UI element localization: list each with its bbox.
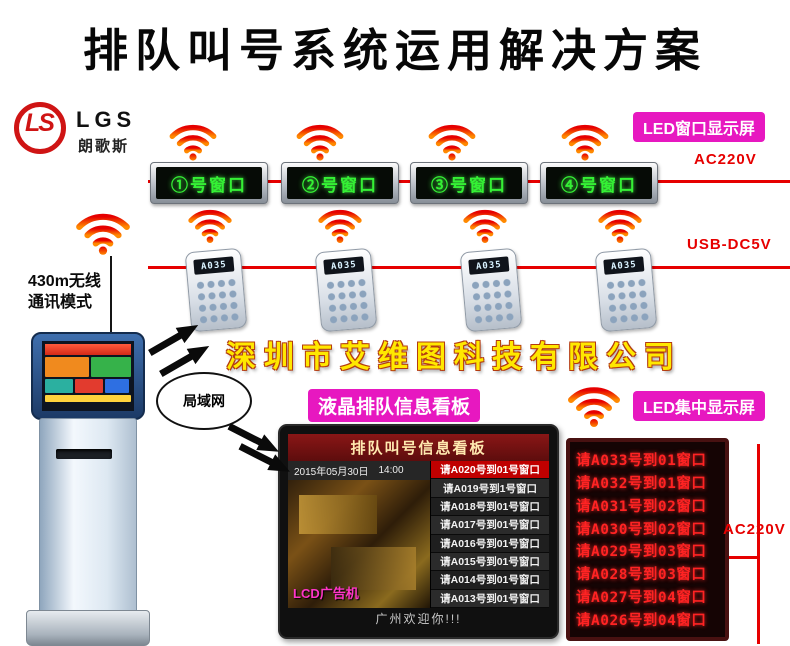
- kiosk-head: [31, 332, 145, 420]
- kiosk-tile: [45, 379, 73, 393]
- wifi-icon: [296, 124, 344, 161]
- kiosk-tile: [105, 379, 129, 393]
- wifi-icon: [318, 209, 362, 243]
- logo-name: LGS: [76, 107, 137, 132]
- pager-keypad: [194, 276, 240, 326]
- kiosk-tile: [45, 357, 89, 377]
- pager-keypad: [604, 276, 650, 326]
- wireless-mode-note: 430m无线 通讯模式: [28, 271, 101, 313]
- kiosk-tile: [75, 379, 103, 393]
- wifi-icon: [169, 124, 217, 161]
- pager-screen: A035: [193, 256, 235, 275]
- led-window-display-text: ①号窗口: [156, 167, 262, 199]
- led-line: 请A031号到02窗口: [576, 498, 707, 515]
- pager-keypad: [469, 276, 515, 326]
- page-title: 排队叫号系统运用解决方案: [82, 25, 707, 76]
- call-pager-4: A035: [594, 247, 658, 333]
- logo-monogram: LS: [25, 109, 55, 137]
- kiosk-tile: [91, 357, 131, 377]
- queue-entry: 请A019号到1号窗口: [431, 479, 549, 498]
- ac220v-top-label: AC220V: [694, 151, 757, 168]
- wifi-icon: [188, 209, 232, 243]
- led-window-display-text: ③号窗口: [416, 167, 522, 199]
- led-line: 请A030号到02窗口: [576, 521, 707, 538]
- wifi-icon: [428, 124, 476, 161]
- arrow-icon: [227, 423, 279, 452]
- lcd-datebar: 2015年05月30日 14:00: [288, 461, 430, 480]
- pager-keypad: [324, 276, 370, 326]
- lcd-date: 2015年05月30日: [294, 467, 369, 478]
- arrow-icon: [238, 443, 290, 472]
- kiosk-screen-buttons: [45, 357, 131, 408]
- lcd-screen: 排队叫号信息看板 2015年05月30日 14:00 LCD广告机 请A020号…: [288, 434, 549, 629]
- pager-screen: A035: [468, 256, 510, 275]
- lan-bubble: 局域网: [156, 372, 252, 430]
- lcd-ad-photo: [288, 480, 430, 608]
- ac220v-bottom-label: AC220V: [723, 521, 786, 538]
- wifi-icon: [568, 387, 620, 427]
- kiosk-base: [26, 610, 150, 646]
- led-line: 请A026号到04窗口: [576, 613, 707, 629]
- led-window-display-text: ④号窗口: [546, 167, 652, 199]
- pager-screen: A035: [603, 256, 645, 275]
- kiosk-body: [39, 418, 137, 614]
- lcd-time: 14:00: [378, 465, 404, 476]
- queue-entry: 请A017号到01号窗口: [431, 516, 549, 535]
- ticket-kiosk: [26, 332, 150, 646]
- pager-screen: A035: [323, 256, 365, 275]
- led-window-display-3: ③号窗口: [410, 162, 528, 204]
- led-line: 请A032号到01窗口: [576, 475, 707, 492]
- queue-entry: 请A018号到01号窗口: [431, 497, 549, 517]
- led-central-tag: LED集中显示屏: [633, 391, 766, 421]
- power-line-board: [757, 444, 760, 644]
- wireless-mode-line2: 通讯模式: [28, 294, 93, 311]
- wifi-icon: [76, 213, 130, 255]
- arrow-icon: [148, 325, 199, 357]
- call-pager-2: A035: [314, 247, 378, 333]
- lcd-panel-tag: 液晶排队信息看板: [308, 389, 481, 422]
- led-line: 请A029号到03窗口: [576, 544, 707, 561]
- led-line: 请A033号到01窗口: [576, 452, 707, 469]
- led-line: 请A028号到03窗口: [576, 567, 707, 584]
- kiosk-tile: [45, 395, 131, 402]
- led-window-display-2: ②号窗口: [281, 162, 399, 204]
- queue-entry: 请A016号到01号窗口: [431, 534, 549, 553]
- power-line-board-tick: [729, 556, 757, 559]
- queue-entry: 请A013号到01号窗口: [431, 589, 549, 608]
- wireless-mode-line1: 430m无线: [28, 273, 101, 290]
- queue-entry: 请A015号到01号窗口: [431, 552, 549, 572]
- kiosk-touchscreen: [42, 341, 134, 411]
- ticket-slot: [56, 449, 112, 459]
- logo-ring-icon: [14, 102, 66, 154]
- led-window-display-tag: LED窗口显示屏: [633, 112, 766, 142]
- arrow-icon: [159, 346, 210, 378]
- queue-entry: 请A020号到01号窗口: [431, 461, 549, 480]
- lan-label: 局域网: [183, 393, 225, 409]
- lcd-footer: 广州欢迎你!!!: [288, 608, 549, 629]
- company-name: 深圳市艾维图科技有限公司: [226, 341, 682, 374]
- kiosk-screen-header: [45, 344, 131, 355]
- usb-dc5v-label: USB-DC5V: [687, 236, 772, 253]
- lcd-left-pane: 2015年05月30日 14:00 LCD广告机: [288, 461, 430, 608]
- antenna-line: [110, 256, 112, 334]
- wifi-icon: [561, 124, 609, 161]
- led-window-display-text: ②号窗口: [287, 167, 393, 199]
- logo-cn-name: 朗歌斯: [78, 138, 130, 155]
- wifi-icon: [598, 209, 642, 243]
- led-window-display-4: ④号窗口: [540, 162, 658, 204]
- lcd-main: 2015年05月30日 14:00 LCD广告机 请A020号到01号窗口 请A…: [288, 461, 549, 608]
- brand-logo: LS LGS 朗歌斯: [14, 102, 174, 164]
- central-led-board: 请A033号到01窗口 请A032号到01窗口 请A031号到02窗口 请A03…: [566, 438, 729, 641]
- wifi-icon: [463, 209, 507, 243]
- lcd-watermark: LCD广告机: [293, 586, 359, 601]
- queue-entry: 请A014号到01号窗口: [431, 571, 549, 590]
- lcd-info-board: 排队叫号信息看板 2015年05月30日 14:00 LCD广告机 请A020号…: [278, 424, 559, 639]
- call-pager-3: A035: [459, 247, 523, 333]
- lcd-queue-list: 请A020号到01号窗口 请A019号到1号窗口 请A018号到01号窗口 请A…: [430, 461, 549, 608]
- led-line: 请A027号到04窗口: [576, 590, 707, 607]
- lcd-header: 排队叫号信息看板: [288, 434, 549, 461]
- led-window-display-1: ①号窗口: [150, 162, 268, 204]
